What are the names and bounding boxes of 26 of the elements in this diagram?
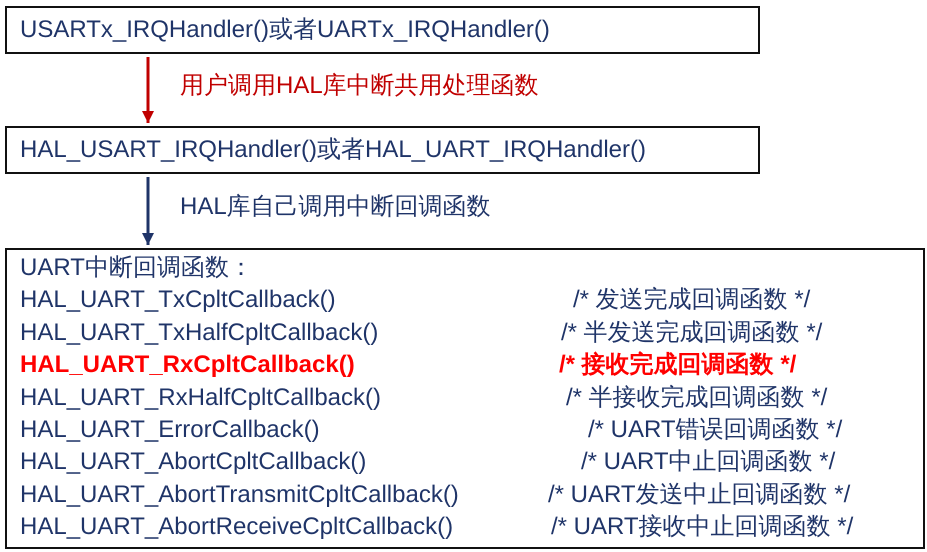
handler-box [5,6,760,54]
function-name: HAL_UART_TxCpltCallback() [20,286,336,314]
handler-box [5,126,760,174]
code-comment: /* UART发送中止回调函数 */ [548,480,850,509]
arrow [142,57,154,123]
code-comment: /* 发送完成回调函数 */ [573,286,810,314]
code-comment: /* UART接收中止回调函数 */ [551,513,854,542]
code-comment: /* 半发送完成回调函数 */ [561,318,822,347]
function-name: HAL_UART_TxHalfCpltCallback() [20,318,378,347]
handler-name: HAL_USART_IRQHandler()或者HAL_UART_IRQHandler() [20,136,646,164]
code-comment: /* 接收完成回调函数 */ [559,351,796,380]
function-name: HAL_UART_RxHalfCpltCallback() [20,384,381,412]
function-name: HAL_UART_ErrorCallback() [20,416,320,444]
function-name: HAL_UART_RxCpltCallback() [20,351,355,380]
code-comment: /* 半接收完成回调函数 */ [566,384,828,412]
code-comment: /* UART中止回调函数 */ [581,448,836,476]
callback-list-box [5,248,925,549]
function-name: HAL_UART_AbortReceiveCpltCallback() [20,513,454,542]
function-name: HAL_UART_AbortCpltCallback() [20,448,366,476]
function-name: HAL_UART_AbortTransmitCpltCallback() [20,480,459,509]
arrow [142,177,154,245]
handler-name: USARTx_IRQHandler()或者UARTx_IRQHandler() [20,16,550,44]
edge-label: HAL库自己调用中断回调函数 [180,193,491,221]
edge-label: 用户调用HAL库中断共用处理函数 [180,72,539,100]
code-comment: /* UART错误回调函数 */ [588,416,842,444]
list-heading: UART中断回调函数： [20,254,253,282]
